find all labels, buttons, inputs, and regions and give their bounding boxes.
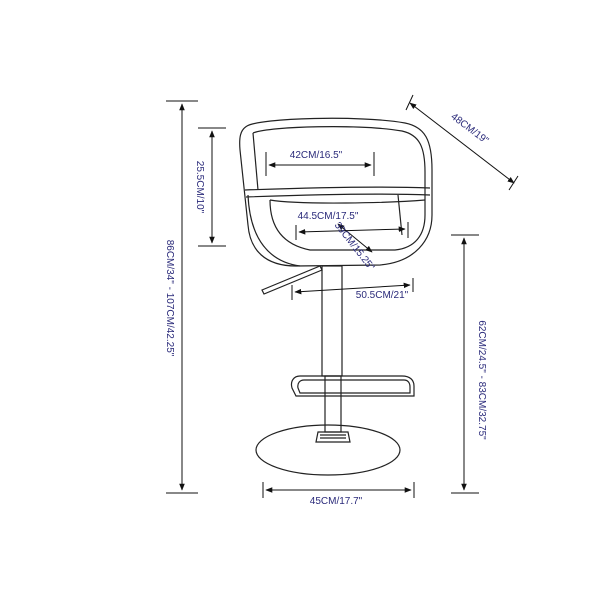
back-height-label: 25.5CM/10" — [194, 161, 205, 214]
seat-height-dimension: 62CM/24.5" - 83CM/32.75" — [451, 234, 487, 494]
seat-back-width-dimension: 42CM/16.5" — [265, 150, 375, 176]
seat-width-label: 44.5CM/17.5" — [298, 211, 359, 222]
seat-back-width-label: 42CM/16.5" — [290, 150, 343, 161]
seat-height-label: 62CM/24.5" - 83CM/32.75" — [476, 320, 487, 440]
depth-dimension: 48CM/19" — [405, 94, 519, 191]
base-width-label: 45CM/17.7" — [310, 496, 363, 507]
depth-label: 48CM/19" — [449, 111, 491, 147]
stool-column — [315, 265, 351, 443]
back-height-dimension: 25.5CM/10" — [194, 127, 226, 247]
total-height-dimension: 86CM/34" - 107CM/42.25" — [164, 100, 198, 494]
arm-width-dimension: 50.5CM/21" — [291, 278, 414, 301]
stool-base — [255, 424, 401, 476]
base-width-dimension: 45CM/17.7" — [262, 482, 415, 507]
stool-outline — [239, 117, 433, 267]
arm-width-label: 50.5CM/21" — [356, 290, 409, 301]
footrest — [290, 375, 415, 397]
total-height-label: 86CM/34" - 107CM/42.25" — [164, 240, 175, 357]
